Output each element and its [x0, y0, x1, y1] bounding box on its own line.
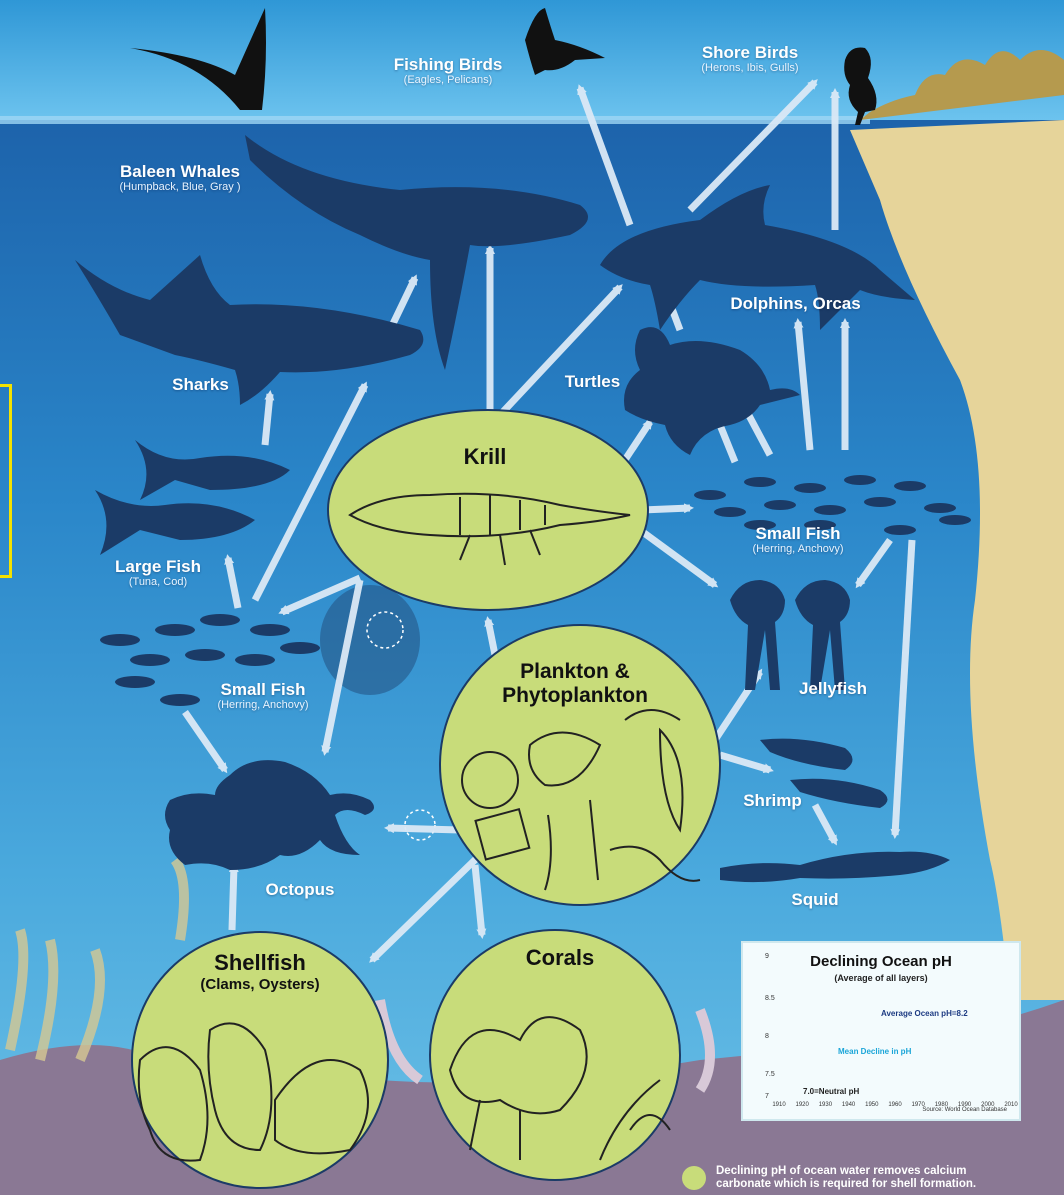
arrow-krill-smallfish: [642, 508, 690, 510]
legend-green-dot: [682, 1166, 706, 1190]
water-surface: [0, 116, 870, 124]
corals-title: Corals: [505, 945, 615, 971]
legend-line2: carbonate which is required for shell fo…: [716, 1178, 976, 1191]
legend-text: Declining pH of ocean water removes calc…: [716, 1165, 976, 1191]
legend-line1: Declining pH of ocean water removes calc…: [716, 1165, 976, 1178]
ph-x-tick: 1910: [772, 1102, 785, 1108]
octopus-name: Octopus: [255, 880, 345, 899]
shrimp-name: Shrimp: [735, 791, 810, 810]
shore-birds-name: Shore Birds: [680, 43, 820, 62]
fishing-birds-name: Fishing Birds: [383, 55, 513, 74]
ph-chart-source: Source: World Ocean Database: [922, 1107, 1007, 1113]
label-small-fish-left: Small Fish (Herring, Anchovy): [198, 680, 328, 712]
ph-y-tick-7-5: 7.5: [765, 1071, 775, 1078]
small-fish-left-name: Small Fish: [198, 680, 328, 699]
label-baleen-whales: Baleen Whales (Humpback, Blue, Gray ): [100, 162, 260, 194]
baleen-whales-name: Baleen Whales: [100, 162, 260, 181]
plankton-title: Plankton & Phytoplankton: [470, 660, 680, 708]
label-large-fish: Large Fish (Tuna, Cod): [108, 557, 208, 589]
turtles-name: Turtles: [555, 372, 630, 391]
label-fishing-birds: Fishing Birds (Eagles, Pelicans): [383, 55, 513, 87]
highlight-frame: [0, 384, 12, 578]
label-sharks: Sharks: [163, 375, 238, 394]
arrow-largefish-shark: [265, 394, 270, 445]
arrow-shellfish-octopus: [232, 866, 234, 930]
ph-average-label: Average Ocean pH=8.2: [881, 1009, 968, 1018]
particle-cloud: [320, 585, 420, 695]
ph-x-tick: 1920: [796, 1102, 809, 1108]
shore-birds-sub: (Herons, Ibis, Gulls): [680, 62, 820, 75]
jellyfish-name: Jellyfish: [788, 679, 878, 698]
small-fish-left-sub: (Herring, Anchovy): [198, 699, 328, 712]
label-jellyfish: Jellyfish: [788, 679, 878, 698]
ph-decline-label: Mean Decline in pH: [838, 1047, 911, 1056]
label-shore-birds: Shore Birds (Herons, Ibis, Gulls): [680, 43, 820, 75]
ph-chart-subtitle: (Average of all layers): [743, 973, 1019, 983]
small-fish-right-sub: (Herring, Anchovy): [733, 543, 863, 556]
legend: Declining pH of ocean water removes calc…: [682, 1162, 1062, 1194]
plankton-title-line1: Plankton &: [470, 660, 680, 684]
large-fish-sub: (Tuna, Cod): [108, 576, 208, 589]
arrow-plankton-octopus: [388, 828, 460, 830]
fishing-birds-sub: (Eagles, Pelicans): [383, 74, 513, 87]
label-squid: Squid: [780, 890, 850, 909]
dolphins-name: Dolphins, Orcas: [718, 294, 873, 313]
krill-circle: [328, 410, 648, 610]
shellfish-title-sub: (Clams, Oysters): [175, 976, 345, 994]
squid-name: Squid: [780, 890, 850, 909]
label-small-fish-right: Small Fish (Herring, Anchovy): [733, 524, 863, 556]
large-fish-name: Large Fish: [108, 557, 208, 576]
ph-y-tick-9: 9: [765, 953, 769, 960]
krill-title: Krill: [430, 444, 540, 470]
label-shrimp: Shrimp: [735, 791, 810, 810]
ph-y-tick-7: 7: [765, 1093, 769, 1100]
plankton-title-line2: Phytoplankton: [470, 684, 680, 708]
ph-neutral-label: 7.0=Neutral pH: [803, 1087, 859, 1096]
label-octopus: Octopus: [255, 880, 345, 899]
ph-y-tick-8: 8: [765, 1033, 769, 1040]
ph-chart-inset: Declining Ocean pH (Average of all layer…: [741, 941, 1021, 1121]
shellfish-title: Shellfish (Clams, Oysters): [175, 950, 345, 994]
small-fish-right-name: Small Fish: [733, 524, 863, 543]
ph-x-tick: 1930: [819, 1102, 832, 1108]
sharks-name: Sharks: [163, 375, 238, 394]
ph-x-tick: 1940: [842, 1102, 855, 1108]
baleen-whales-sub: (Humpback, Blue, Gray ): [100, 181, 260, 194]
ph-chart-title: Declining Ocean pH: [743, 953, 1019, 970]
label-dolphins: Dolphins, Orcas: [718, 294, 873, 313]
ph-x-tick: 1950: [865, 1102, 878, 1108]
ph-x-tick: 1960: [888, 1102, 901, 1108]
shellfish-title-name: Shellfish: [175, 950, 345, 976]
ph-y-tick-8-5: 8.5: [765, 995, 775, 1002]
label-turtles: Turtles: [555, 372, 630, 391]
